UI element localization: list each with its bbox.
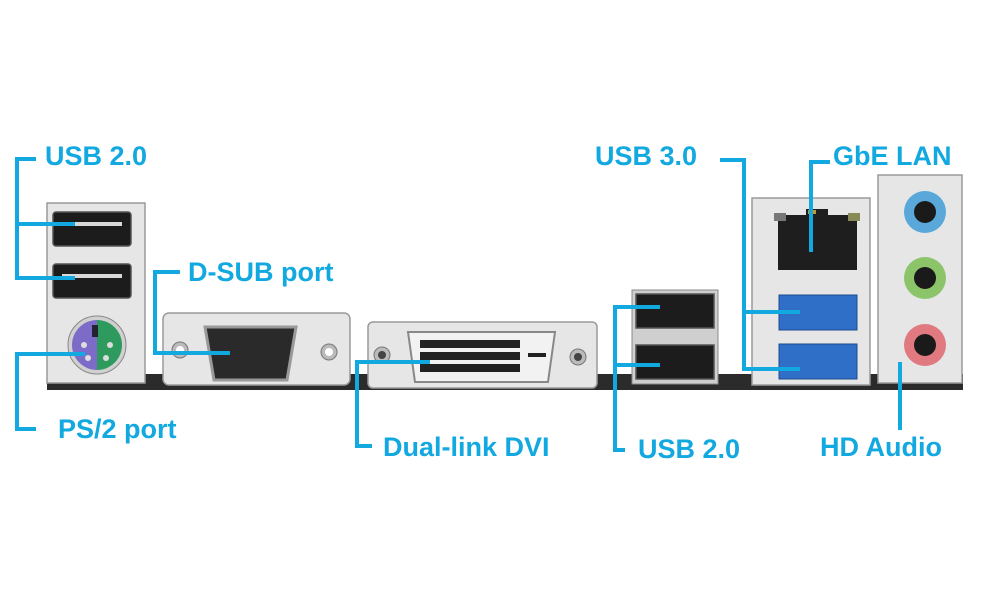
audio-jacks (877, 174, 963, 384)
usb20-port-left-2 (52, 263, 132, 299)
usb20-port-left-1 (52, 211, 132, 247)
usb20-port-mid-2 (635, 344, 715, 380)
label-ps2: PS/2 port (58, 414, 177, 444)
usb20-stack-middle (631, 289, 719, 385)
label-dsub: D-SUB port (188, 257, 333, 287)
callout-line-lan (809, 160, 830, 252)
label-dvi: Dual-link DVI (383, 432, 550, 462)
dsub-connector (162, 312, 351, 386)
callout-line-dsub (153, 270, 230, 355)
rj45-port (774, 209, 860, 270)
label-usb20-mid: USB 2.0 (638, 434, 740, 464)
callout-line-usb20-left (15, 157, 75, 280)
dvi-connector (367, 321, 598, 389)
callout-line-dvi (355, 360, 430, 448)
label-usb30: USB 3.0 (595, 141, 697, 171)
label-usb20-left: USB 2.0 (45, 141, 147, 171)
usb20-port-mid-1 (635, 293, 715, 329)
usb30-port-2 (778, 343, 858, 380)
callout-line-usb20-mid (613, 305, 660, 452)
label-audio: HD Audio (820, 432, 942, 462)
ps2-port (67, 315, 127, 375)
usb-ps2-stack (46, 202, 146, 384)
callout-line-ps2 (15, 352, 85, 431)
label-lan: GbE LAN (833, 141, 952, 171)
callout-line-usb30 (720, 158, 800, 371)
